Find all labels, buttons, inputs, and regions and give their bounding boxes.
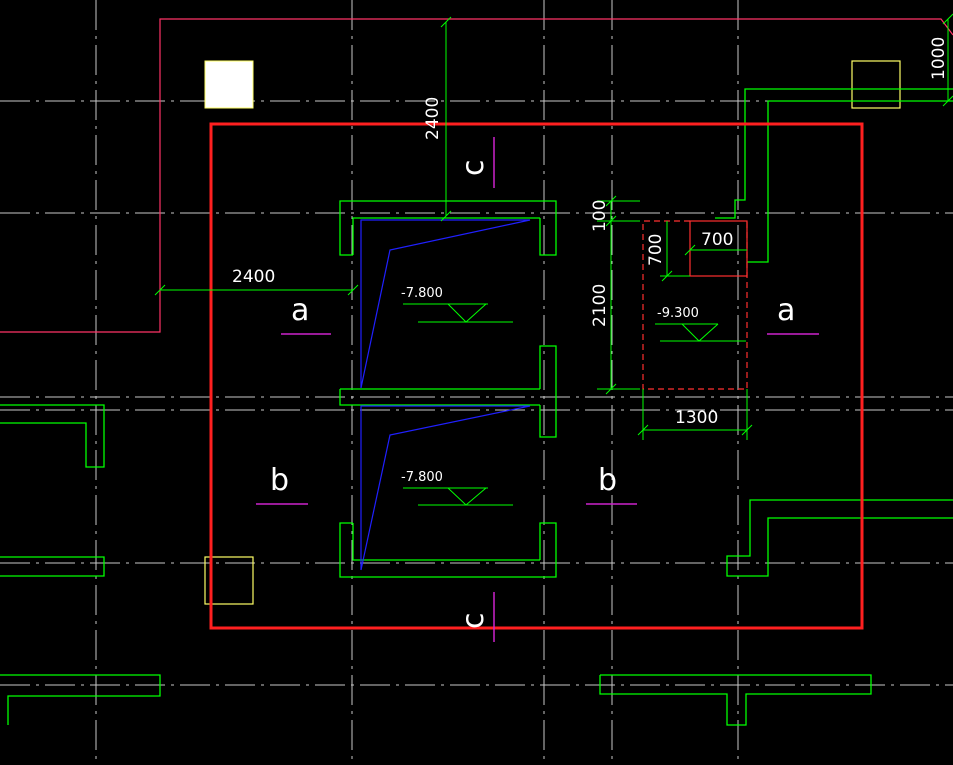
- dim-tick-top-b: [440, 210, 452, 222]
- level-text-right: -9.300: [657, 306, 699, 321]
- dim-text-pit-width: 1300: [675, 408, 718, 428]
- dim-tick-pit-inner-top: [684, 244, 696, 256]
- dim-text-pit-top: 100: [590, 200, 610, 232]
- slope-upper: [360, 219, 531, 389]
- level-markers: [403, 303, 746, 506]
- dim-tick-left-b: [347, 284, 359, 296]
- column-square-yellow-bottom: [204, 556, 254, 605]
- wall-outlines: [0, 88, 953, 726]
- section-label-c-bottom: c: [456, 613, 491, 630]
- dim-text-pit-height: 2100: [590, 284, 610, 327]
- dim-text-pit-inner-top: 700: [701, 230, 733, 250]
- section-label-c-top: c: [456, 160, 491, 177]
- wall-lower-left-bracket: [339, 522, 540, 578]
- slope-lines: [360, 219, 531, 571]
- wall-divider-left: [339, 389, 540, 406]
- dim-tick-pit-a: [605, 195, 617, 207]
- dim-tick-pit-width-a: [637, 424, 649, 436]
- level-text-upper: -7.800: [401, 286, 443, 301]
- wall-upper-left-inner: [352, 217, 540, 255]
- wall-right-low: [726, 499, 953, 577]
- wall-left-low: [0, 556, 105, 577]
- wall-upper-right-corner: [539, 200, 557, 256]
- section-label-b-left: b: [270, 463, 289, 498]
- wall-upper-left-bracket: [339, 200, 540, 256]
- dim-tick-top-a: [440, 16, 452, 28]
- wall-bottom-left: [0, 674, 161, 725]
- wall-top-right-riser-inner: [747, 100, 953, 263]
- dimension-lines: [154, 13, 953, 440]
- dim-text-left-horizontal: 2400: [232, 267, 275, 287]
- dim-tick-pit-inner: [661, 270, 673, 282]
- property-boundary-line: [0, 18, 953, 333]
- sump-pit-inner-box: [689, 220, 748, 277]
- dim-tick-left-a: [154, 284, 166, 296]
- dim-tick-right-b: [942, 95, 953, 107]
- slope-lower: [360, 405, 531, 571]
- dim-text-right-top: 1000: [929, 37, 949, 80]
- dim-tick-pit-width-b: [741, 424, 753, 436]
- wall-top-right-riser: [715, 88, 953, 219]
- dim-tick-pit-b: [605, 215, 617, 227]
- dim-tick-right-a: [942, 13, 953, 25]
- section-label-b-right: b: [598, 463, 617, 498]
- wall-lower-inner: [352, 523, 540, 561]
- dim-text-pit-inner: 700: [646, 234, 666, 266]
- wall-lower-right-corner: [539, 522, 557, 578]
- section-label-a-right: a: [777, 293, 795, 328]
- excavation-outline: [209, 122, 864, 630]
- column-square-white: [204, 60, 254, 109]
- section-label-a-left: a: [291, 293, 309, 328]
- dim-tick-pit-c: [605, 383, 617, 395]
- column-square-yellow-top: [851, 60, 901, 109]
- section-underlines: [256, 137, 819, 642]
- level-text-lower: -7.800: [401, 470, 443, 485]
- wall-left-ledge: [0, 404, 105, 468]
- dim-text-top-vertical: 2400: [423, 97, 443, 140]
- wall-bottom-right: [599, 674, 872, 726]
- wall-mid-right: [539, 345, 557, 438]
